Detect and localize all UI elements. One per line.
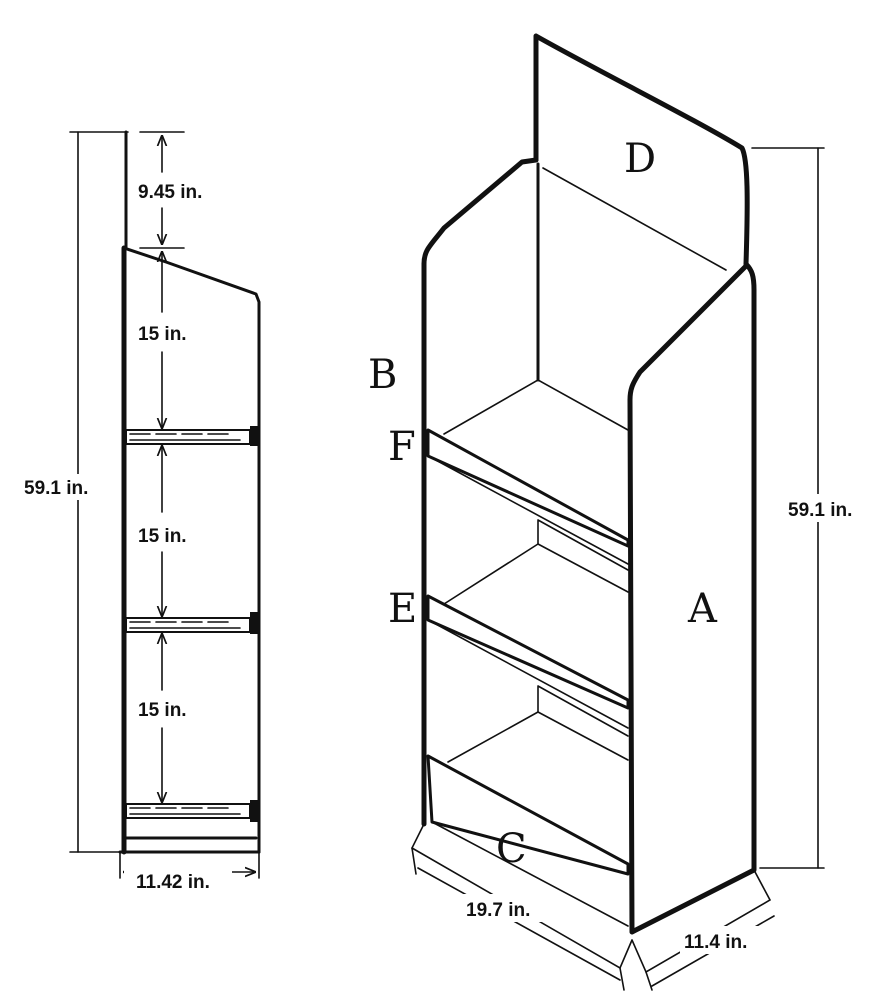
shelf-e [426,594,630,737]
label-c: C [496,826,527,872]
base-panel-c [426,754,630,927]
label-e: E [388,586,417,632]
side-shelf-2 [125,612,258,634]
right-panel-a [627,261,757,935]
side-depth-label: 11.42 in. [136,872,210,893]
side-shelf-3 [125,800,258,822]
side-shelf-2-height-label: 15 in. [138,526,187,547]
side-view: 59.1 in. 9.45 in. 15 in. 15 in. 15 in. 1… [18,130,261,893]
side-shelf-3-height-label: 15 in. [138,700,187,721]
header-panel-d [533,33,750,267]
label-d: D [624,136,656,182]
label-a: A [687,586,718,632]
perspective-depth-label: 11.4 in. [684,932,747,953]
side-base [118,836,261,854]
side-shelf-1-height-label: 15 in. [138,324,187,345]
side-height-label: 59.1 in. [24,478,88,499]
side-shelf-1 [125,426,258,446]
shelf-f [426,428,630,571]
perspective-view: D B F E A C 59.1 in. 19.7 in. 11.4 in. [368,33,868,991]
label-b: B [368,352,397,398]
perspective-width-label: 19.7 in. [466,900,530,921]
perspective-height-label: 59.1 in. [788,500,852,521]
side-header-height-label: 9.45 in. [138,182,202,203]
label-f: F [388,424,416,470]
